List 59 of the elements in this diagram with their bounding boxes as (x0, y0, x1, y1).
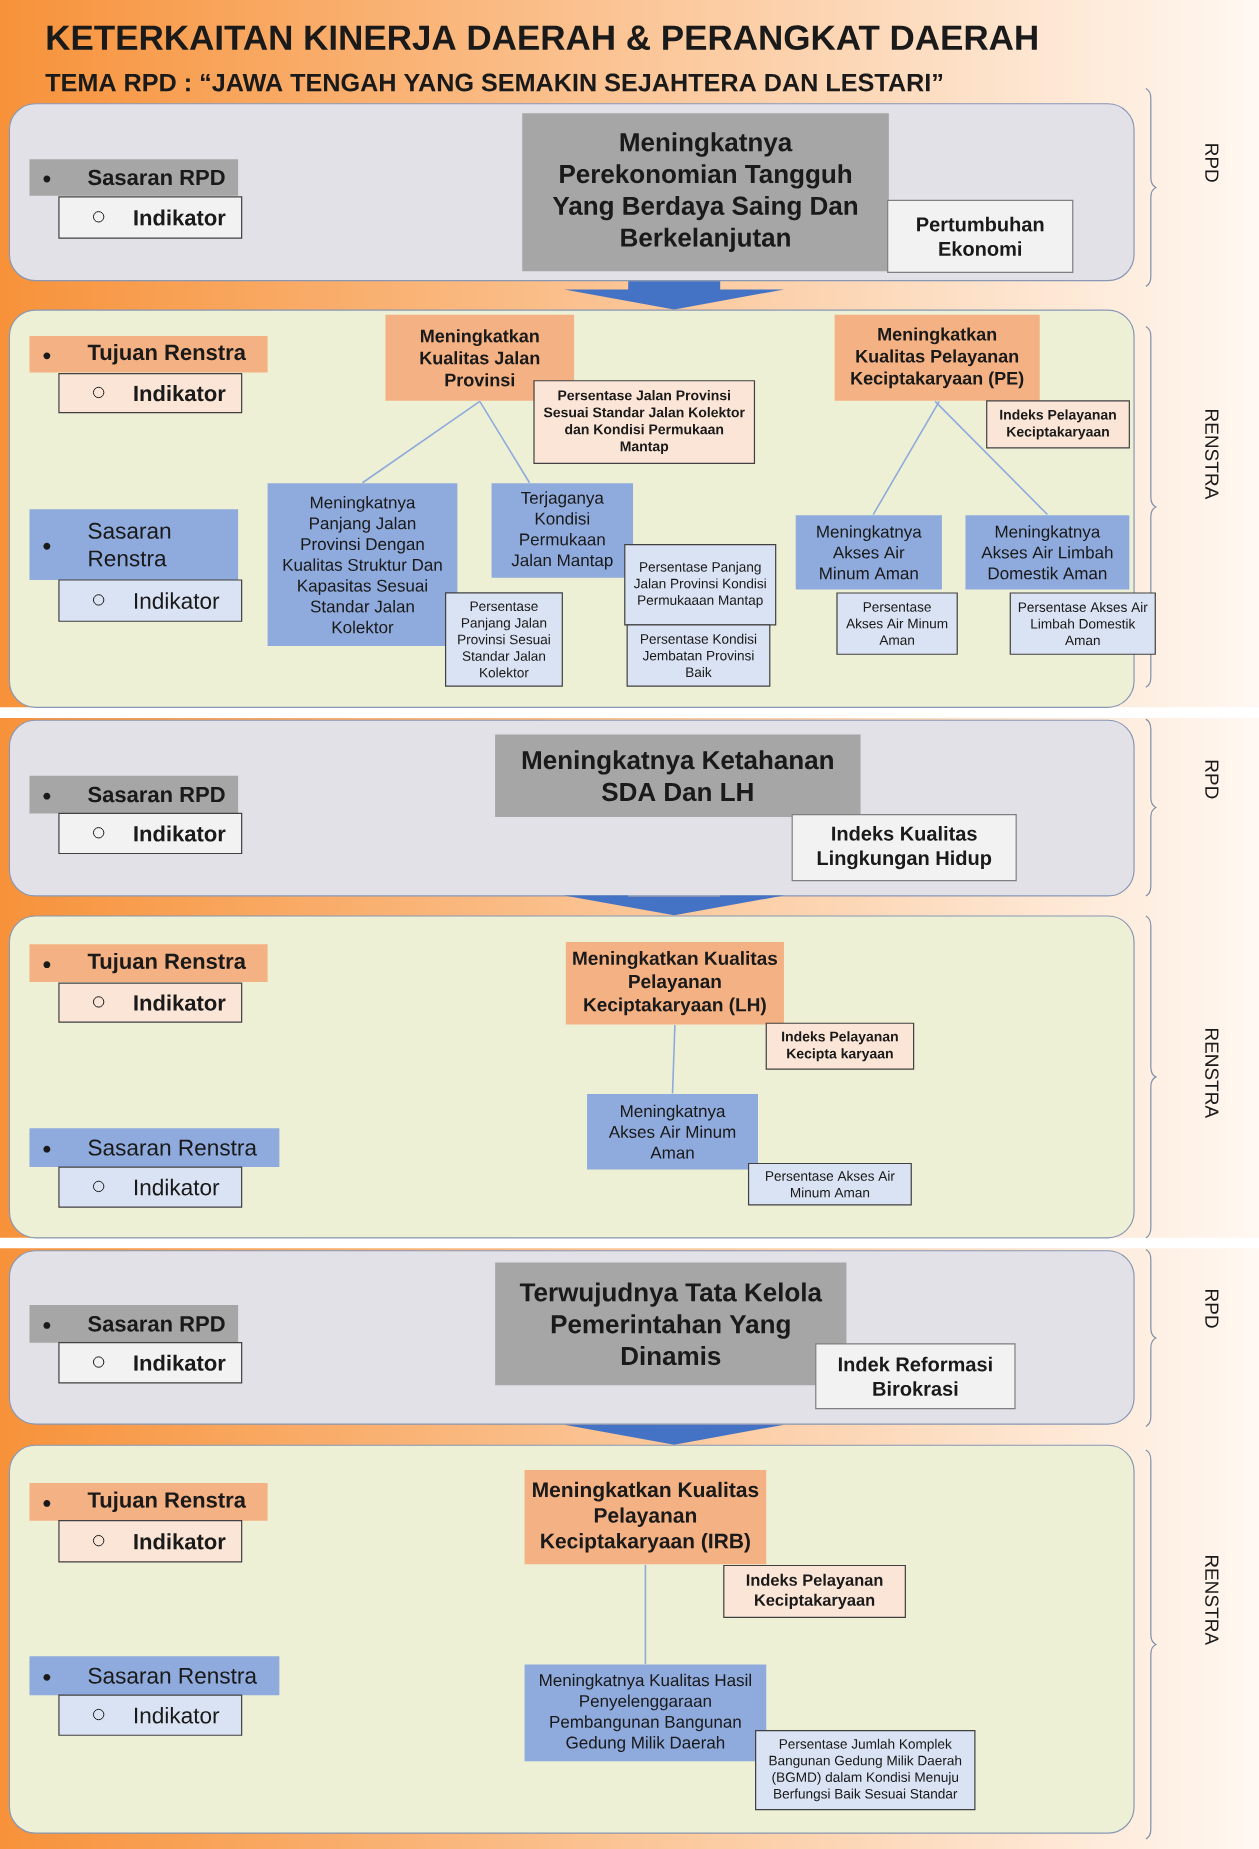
category-label: Tujuan Renstra (29, 1483, 268, 1521)
target-box: Terjaganya Kondisi Permukaan Jalan Mantap (491, 483, 634, 578)
section-label: RENSTRA (1205, 1028, 1219, 1119)
down-arrow (564, 281, 785, 310)
indicator-key: Indikator (58, 812, 243, 855)
indicator-key: Indikator (58, 1166, 243, 1208)
category-label: Sasaran RPD (29, 1305, 239, 1343)
indicator-box: Persentase Akses Air Minum Aman (747, 1162, 912, 1206)
target-box: Meningkatnya Kualitas Hasil Penyelenggaraan Pembangunan Bangunan Gedung Milik Daerah (524, 1664, 767, 1762)
indicator-key: Indikator (58, 196, 243, 239)
indicator-box: Indeks Pelayanan Keciptakaryaan (723, 1564, 906, 1618)
category-label: Sasaran RPD (29, 159, 239, 196)
category-label: Sasaran Renstra (29, 1656, 280, 1696)
target-box: Meningkatnya Akses Air Limbah Domestik Aman (965, 515, 1130, 590)
objective-box: Meningkatkan Kualitas Pelayanan Keciptakaryaan (LH) (565, 941, 784, 1025)
indicator-box: Persentase Panjang Jalan Provinsi Sesuai Standar Jalan Kolektor (445, 592, 563, 687)
section-label: RPD (1205, 144, 1219, 182)
category-label: Sasaran Renstra (29, 509, 239, 580)
indicator-key: Indikator (58, 579, 243, 622)
goal-box: Meningkatnya Perekonomian Tangguh Yang Berdaya Saing Dan Berkelanjutan (522, 113, 889, 272)
indicator-key: Indikator (58, 1342, 243, 1384)
section-label: RENSTRA (1205, 1555, 1219, 1646)
indicator-box: Persentase Kondisi Jembatan Provinsi Baik (626, 624, 771, 687)
down-arrow (564, 895, 785, 916)
indicator-key: Indikator (58, 1694, 243, 1736)
section-label: RPD (1205, 1290, 1219, 1328)
indicator-box: Persentase Akses Air Limbah Domestik Aman (1009, 592, 1156, 655)
title: KETERKAITAN KINERJA DAERAH & PERANGKAT DAERAH (47, 25, 1037, 51)
connector-line (671, 1024, 676, 1095)
subtitle: TEMA RPD : “JAWA TENGAH YANG SEMAKIN SEJAHTERA DAN LESTARI” (45, 73, 942, 92)
connector-line (934, 400, 1049, 516)
indicator-box: Persentase Jumlah Komplek Bangunan Gedung Milik Daerah (BGMD) dalam Kondisi Menuju Berfungsi Baik Sesuai Standar (755, 1729, 976, 1811)
category-label: Sasaran Renstra (29, 1128, 280, 1168)
indicator-box: Persentase Jalan Provinsi Sesuai Standar Jalan Kolektor dan Kondisi Permukaan Mantap (533, 380, 756, 464)
section-label: RENSTRA (1205, 410, 1219, 500)
indicator-box: Indeks Kualitas Lingkungan Hidup (791, 814, 1017, 882)
indicator-key: Indikator (58, 982, 243, 1023)
objective-box: Meningkatkan Kualitas Pelayanan Keciptakaryaan (PE) (834, 314, 1040, 401)
indicator-box: Pertumbuhan Ekonomi (887, 199, 1074, 273)
indicator-box: Indek Reformasi Birokrasi (815, 1343, 1016, 1410)
category-label: Tujuan Renstra (29, 335, 268, 373)
connector-line (361, 400, 481, 484)
connector-line (644, 1564, 647, 1665)
target-box: Meningkatnya Akses Air Minum Aman (587, 1094, 758, 1170)
indicator-box: Persentase Panjang Jalan Provinsi Kondisi Permukaaan Mantap (624, 544, 777, 626)
section-label: RPD (1205, 760, 1219, 799)
indicator-box: Indeks Pelayanan Keciptakaryaan (986, 400, 1130, 449)
indicator-box: Persentase Akses Air Minum Aman (836, 592, 958, 655)
indicator-box: Indeks Pelayanan Kecipta karyaan (765, 1022, 915, 1070)
category-label: Sasaran RPD (29, 775, 239, 814)
category-label: Tujuan Renstra (29, 944, 268, 982)
connector-line (872, 400, 941, 516)
objective-box: Meningkatkan Kualitas Pelayanan Keciptakaryaan (IRB) (524, 1470, 767, 1565)
goal-box: Meningkatnya Ketahanan SDA Dan LH (495, 734, 861, 817)
indicator-key: Indikator (58, 373, 243, 414)
target-box: Meningkatnya Panjang Jalan Provinsi Dengan Kualitas Struktur Dan Kapasitas Sesuai Standar Jalan Kolektor (267, 483, 458, 646)
indicator-key: Indikator (58, 1520, 243, 1563)
connector-line (479, 400, 531, 484)
target-box: Meningkatnya Akses Air Minum Aman (795, 515, 942, 590)
